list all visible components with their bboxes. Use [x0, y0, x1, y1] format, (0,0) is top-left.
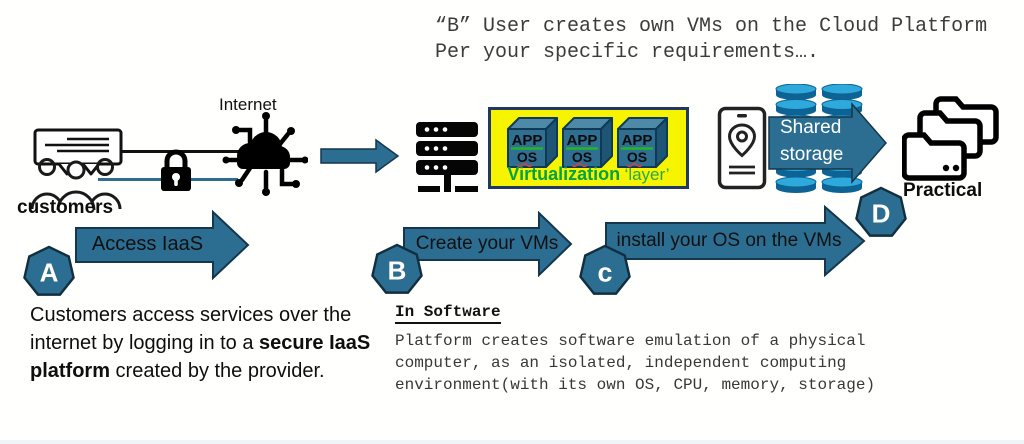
vm-cube-icon: APP OS	[560, 115, 616, 169]
shared-storage-label-line2: storage	[780, 144, 844, 165]
cube-os-label: OS	[627, 149, 647, 165]
cube-app-label: APP	[567, 132, 598, 149]
step-badge-a: A	[23, 244, 75, 300]
install-os-arrow: install your OS on the VMs	[605, 204, 867, 278]
bottom-divider	[0, 440, 1024, 444]
shared-storage-arrow: Shared storage	[768, 102, 888, 184]
server-icon	[414, 120, 482, 194]
create-vms-arrow: Create your VMs	[403, 211, 573, 277]
install-os-label: install your OS on the VMs	[616, 230, 842, 251]
cube-app-label: APP	[512, 132, 543, 149]
step-badge-c: c	[579, 243, 631, 299]
description-line3-bold: platform	[30, 360, 110, 382]
description-line2: internet by logging in to a secure IaaS	[30, 329, 400, 357]
vm-cube-icon: APP OS	[505, 115, 561, 169]
description-paragraph: Customers access services over the inter…	[30, 301, 400, 385]
virtualization-label: Virtualization ‘layer’	[491, 164, 686, 185]
transition-arrow-icon	[320, 138, 400, 174]
description-line2-bold: secure IaaS	[259, 332, 371, 354]
practical-label: Practical	[903, 180, 983, 201]
customers-group-icon	[30, 158, 122, 210]
vm-cube-icon: APP OS	[615, 115, 671, 169]
step-badge-b: B	[371, 242, 423, 298]
software-note: In Software Platform creates software em…	[395, 303, 875, 396]
software-note-line1: Platform creates software emulation of a…	[395, 332, 866, 350]
top-note-line1: “B” User creates own VMs on the Cloud Pl…	[435, 15, 988, 38]
description-line3-normal: created by the provider.	[110, 360, 325, 382]
access-iaas-arrow: Access IaaS	[75, 210, 250, 280]
description-line1: Customers access services over the	[30, 304, 352, 326]
virtualization-layer: ‘layer’	[624, 165, 670, 184]
virtualization-box: APP OS APP OS	[488, 107, 689, 189]
software-note-heading: In Software	[395, 303, 501, 324]
access-iaas-label: Access IaaS	[91, 233, 204, 255]
badge-d-letter: D	[872, 199, 891, 229]
customers-label: customers	[17, 197, 114, 218]
internet-label: Internet	[219, 95, 277, 114]
create-vms-label: Create your VMs	[415, 233, 559, 254]
badge-b-letter: B	[388, 256, 407, 286]
internet-cloud-icon	[222, 110, 308, 200]
cube-os-label: OS	[572, 149, 592, 165]
top-note: “B” User creates own VMs on the Cloud Pl…	[435, 14, 1020, 66]
software-note-line2: computer, as an isolated, independent co…	[395, 354, 847, 372]
folders-icon	[902, 92, 1000, 184]
badge-a-letter: A	[40, 258, 59, 288]
shared-storage-label-line1: Shared	[780, 117, 842, 138]
virtualization-title: Virtualization	[507, 164, 621, 184]
mobile-phone-icon	[717, 106, 767, 190]
step-badge-d: D	[855, 185, 907, 241]
badge-c-letter: c	[598, 258, 613, 288]
description-line2-normal: internet by logging in to a	[30, 332, 260, 354]
cube-app-label: APP	[622, 132, 653, 149]
software-note-line3: environment(with its own OS, CPU, memory…	[395, 376, 876, 394]
lock-icon	[158, 145, 194, 195]
top-note-line2: Per your specific requirements….	[435, 41, 820, 64]
cube-os-label: OS	[517, 149, 537, 165]
description-line3: platform created by the provider.	[30, 357, 400, 385]
